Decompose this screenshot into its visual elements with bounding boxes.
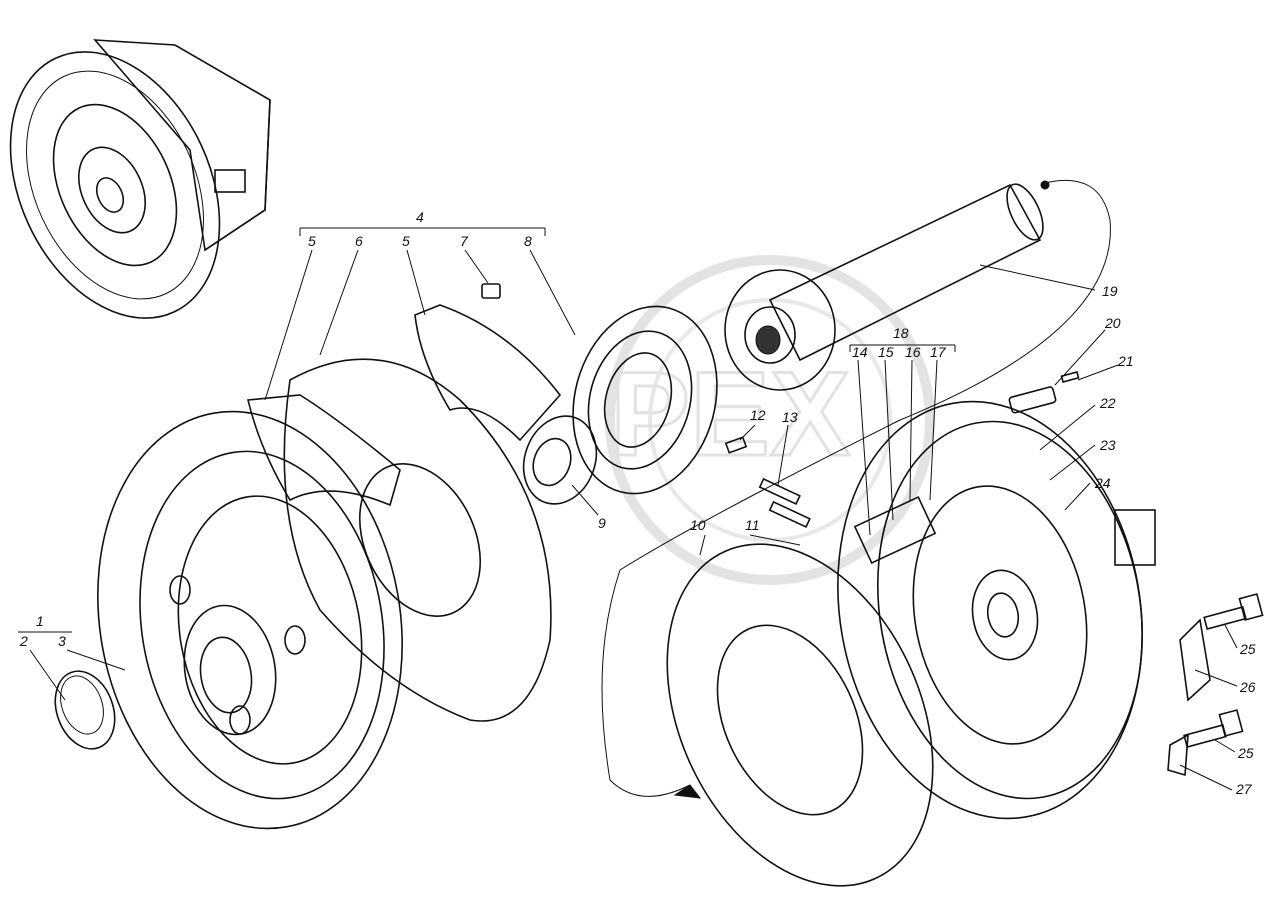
pin-20 xyxy=(1008,386,1057,414)
friction-disc-6 xyxy=(283,358,552,722)
lock-washer-27 xyxy=(1167,733,1189,777)
bolt-7 xyxy=(481,283,501,299)
clutch-housing-flange xyxy=(97,410,403,830)
label-27: 27 xyxy=(1235,781,1253,797)
label-19: 19 xyxy=(1102,283,1118,299)
label-24: 24 xyxy=(1094,475,1111,491)
cap-part-2 xyxy=(54,670,116,750)
label-5-left: 5 xyxy=(308,233,316,249)
label-10: 10 xyxy=(690,517,706,533)
label-14: 14 xyxy=(852,344,868,360)
friction-segment-5-right xyxy=(414,304,562,442)
watermark-gear: PEX xyxy=(605,255,935,585)
leader-lines xyxy=(18,227,1238,791)
label-25-lower: 25 xyxy=(1237,745,1254,761)
label-17: 17 xyxy=(930,344,947,360)
label-2: 2 xyxy=(19,633,28,649)
label-22: 22 xyxy=(1099,395,1116,411)
label-18: 18 xyxy=(893,325,909,341)
label-4: 4 xyxy=(416,209,424,225)
label-1: 1 xyxy=(36,613,44,629)
label-21: 21 xyxy=(1117,353,1134,369)
label-26: 26 xyxy=(1239,679,1256,695)
bolt-25-upper xyxy=(1203,593,1264,630)
label-16: 16 xyxy=(905,344,921,360)
bearing-9 xyxy=(522,415,598,505)
label-11: 11 xyxy=(745,517,760,533)
gearbox-housing xyxy=(9,39,271,319)
bolt-12 xyxy=(724,436,748,454)
label-13: 13 xyxy=(782,409,798,425)
part-labels: 1 2 3 4 5 6 5 7 8 9 10 11 12 13 14 15 16… xyxy=(19,209,1256,797)
label-8: 8 xyxy=(524,233,532,249)
shaft-19 xyxy=(601,179,1111,799)
label-20: 20 xyxy=(1104,315,1121,331)
watermark-text: PEX xyxy=(610,347,850,481)
label-12: 12 xyxy=(750,407,766,423)
bolt-25-lower xyxy=(1183,709,1244,748)
label-7: 7 xyxy=(460,233,469,249)
pressure-plate-10 xyxy=(666,543,934,887)
label-5-right: 5 xyxy=(402,233,410,249)
ring-gear-8 xyxy=(572,305,718,495)
label-3: 3 xyxy=(58,633,66,649)
label-23: 23 xyxy=(1099,437,1116,453)
lock-washer-26 xyxy=(1179,618,1211,702)
label-9: 9 xyxy=(598,515,606,531)
pin-21 xyxy=(1060,371,1080,383)
label-25-upper: 25 xyxy=(1239,641,1256,657)
label-15: 15 xyxy=(878,344,894,360)
pin-11 xyxy=(768,500,811,529)
pin-13 xyxy=(758,477,801,506)
clutch-cover-22 xyxy=(837,400,1156,820)
friction-segment-5-left xyxy=(247,394,401,507)
label-6: 6 xyxy=(355,233,363,249)
